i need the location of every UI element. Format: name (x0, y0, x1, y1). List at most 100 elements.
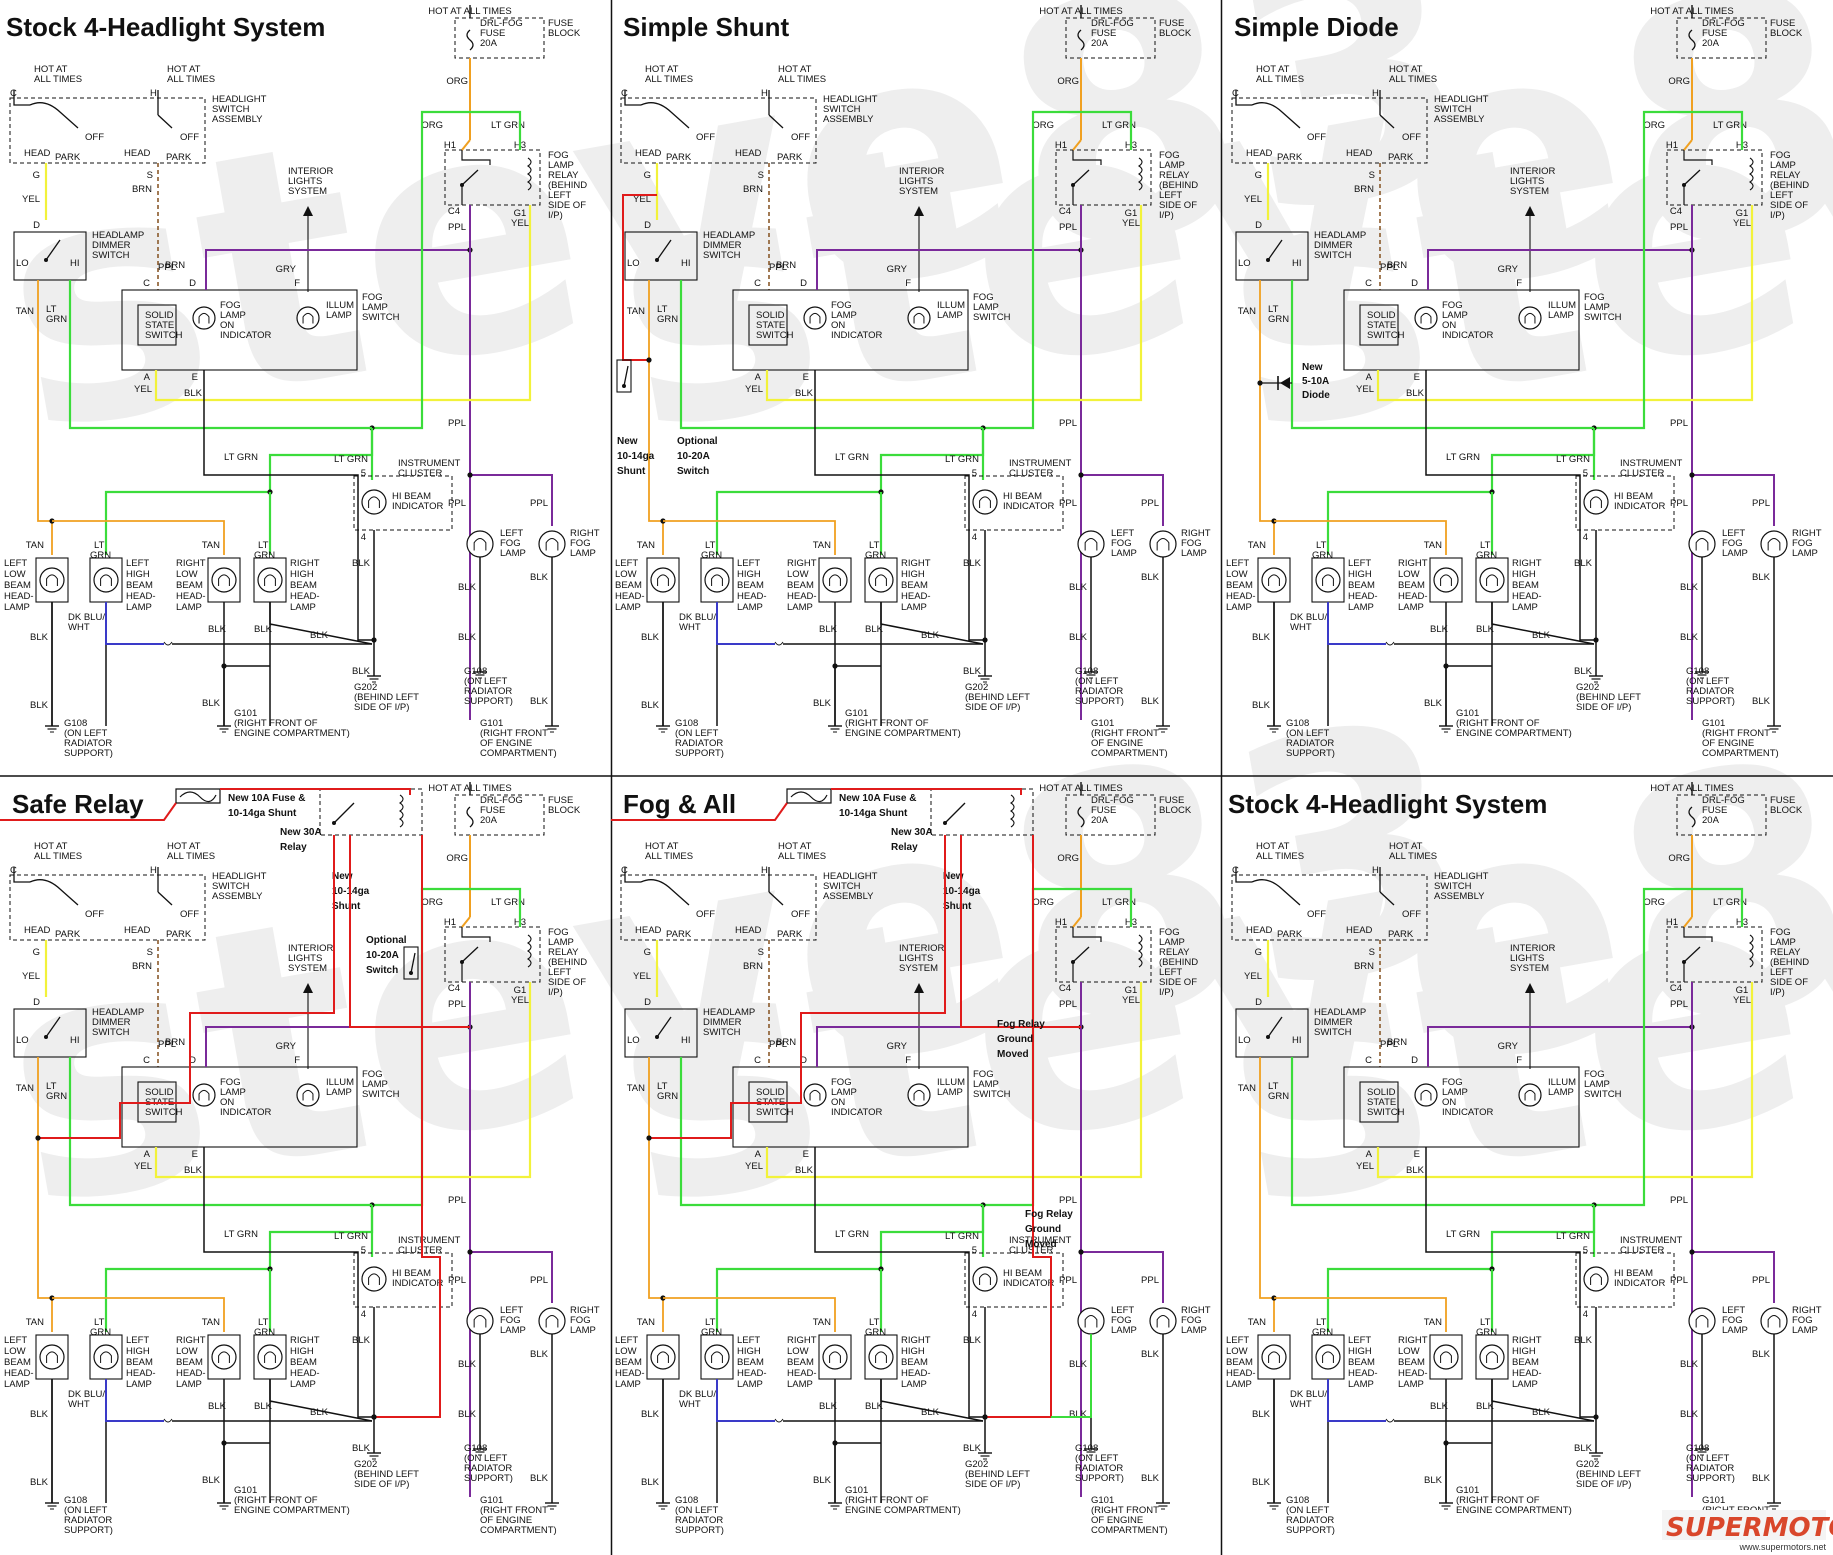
headlamp-label: HEAD- (1348, 591, 1378, 602)
wire-color-label: LT GRN (835, 452, 869, 463)
terminal-label: G (33, 947, 40, 958)
wire-ltgrn (1290, 280, 1594, 430)
switch-position-label: HEAD (1346, 148, 1373, 159)
terminal-label: 4 (972, 532, 977, 543)
wire-color-label: BLK (1574, 558, 1593, 569)
arrow-up-icon (1525, 206, 1535, 216)
wire-color-label: GRY (1498, 1041, 1519, 1052)
wire-blk (1425, 1147, 1594, 1418)
headlamp-label: HEAD- (126, 1368, 156, 1379)
terminal-label: G (1255, 170, 1262, 181)
fog-lamp-label: FOG (570, 1315, 591, 1326)
wire-tan (648, 1057, 664, 1332)
fuse-icon (790, 791, 828, 803)
wire-fused-feed (611, 802, 788, 821)
fog-switch-label: FOG (1584, 292, 1605, 303)
headlamp-label: BEAM (176, 1357, 203, 1368)
instrument-cluster-label: INSTRUMENT (1620, 1235, 1682, 1246)
headlamp-bulb-right-high-beam (1479, 1344, 1505, 1370)
ground-label: SUPPORT) (1686, 696, 1735, 707)
arrow-up-icon (303, 206, 313, 216)
fog-lamp-label: LAMP (1181, 1325, 1207, 1336)
wire-ppl (1692, 474, 1775, 526)
ground-icon (1084, 671, 1098, 679)
switch-position-label: HEAD (635, 925, 662, 936)
wire-color-label: LT GRN (1713, 897, 1747, 908)
fog-lamp-label: RIGHT (570, 528, 600, 539)
wire-color-label: WHT (1290, 622, 1312, 633)
illum-lamp-label: ILLUM (1548, 1077, 1576, 1088)
headlamp-label: LAMP (787, 1379, 813, 1390)
fuse-icon (1077, 806, 1085, 828)
headlamp-bulb-left-low-beam (650, 1344, 676, 1370)
terminal-label: F (1516, 1055, 1522, 1066)
terminal-label: 4 (972, 1309, 977, 1320)
wire-color-label: ORG (1668, 76, 1690, 87)
fog-lamp-label: LEFT (1111, 528, 1134, 539)
wire-color-label: BLK (963, 666, 982, 677)
ground-icon (1695, 671, 1709, 679)
headlamp-label: LEFT (126, 1335, 149, 1346)
headlamp-label: LEFT (4, 1335, 27, 1346)
ground-label: (ON LEFT (675, 1505, 718, 1516)
wire-color-label: BRN (165, 1037, 185, 1048)
fog-indicator-label: INDICATOR (220, 1107, 272, 1118)
fog-lamp-label: LAMP (1722, 548, 1748, 559)
wire-color-label: YEL (134, 384, 152, 395)
headlamp-label: LAMP (787, 602, 813, 613)
fog-relay-label: I/P) (1770, 987, 1785, 998)
ground-label: (ON LEFT (1686, 676, 1729, 687)
filament (302, 1089, 314, 1101)
dimmer-label: SWITCH (92, 250, 130, 261)
hot-at-label: ALL TIMES (778, 851, 826, 862)
mod-label-fog-ground: Ground (997, 1034, 1033, 1045)
filament (218, 574, 230, 586)
wire-color-label: LT (94, 1317, 105, 1328)
ground-label: G108 (64, 718, 87, 729)
hi-beam-label: INDICATOR (1003, 501, 1055, 512)
terminal-label: G (644, 947, 651, 958)
wire-color-label: PPL (1380, 1039, 1398, 1050)
terminal-label: D (189, 278, 196, 289)
wire-color-label: BLK (1252, 1409, 1271, 1420)
headlamp-bulb-left-high-beam (1315, 567, 1341, 593)
solid-state-label: SWITCH (1367, 330, 1405, 341)
wire-color-label: TAN (1248, 540, 1266, 551)
fog-relay-label: LAMP (1159, 937, 1185, 948)
wire-color-label: LT GRN (1446, 452, 1480, 463)
wire-color-label: BLK (641, 1477, 660, 1488)
wire-color-label: YEL (1356, 1161, 1374, 1172)
terminal-label: D (644, 997, 651, 1008)
switch-position-label: HI (70, 258, 80, 269)
wire-color-label: YEL (633, 971, 651, 982)
wire-color-label: BLK (1069, 1409, 1088, 1420)
wire-color-label: GRN (46, 1091, 67, 1102)
ground-label: ENGINE COMPARTMENT) (1456, 728, 1572, 739)
headlamp-bulb-left-high-beam (704, 1344, 730, 1370)
interior-lights-label: LIGHTS (899, 176, 933, 187)
fog-indicator-label: FOG (831, 1077, 852, 1088)
fog-indicator-bulb (192, 306, 216, 330)
fog-indicator-label: LAMP (220, 310, 246, 321)
fuse-block-box (454, 17, 545, 59)
ground-label: (ON LEFT (675, 728, 718, 739)
switch-position-label: HEAD (1246, 148, 1273, 159)
terminal-label: S (1369, 947, 1375, 958)
switch-position-label: HI (681, 1035, 691, 1046)
switch-blade (29, 102, 79, 129)
switch-blade (29, 879, 79, 906)
ground-label: RADIATOR (1286, 738, 1334, 749)
fog-lamp-label: LAMP (1111, 1325, 1137, 1336)
terminal-label: F (905, 278, 911, 289)
wire-blk (1491, 1379, 1595, 1422)
ground-icon (367, 1452, 381, 1460)
headlamp-label: LEFT (737, 558, 760, 569)
ground-icon (1156, 725, 1170, 733)
fuse-label: FUSE (1091, 28, 1116, 39)
ground-label: G108 (64, 1495, 87, 1506)
fuse-label: DRL-FOG (480, 795, 523, 806)
fog-relay-label: LAMP (1770, 937, 1796, 948)
fuse-block-label: FUSE (1770, 18, 1795, 29)
